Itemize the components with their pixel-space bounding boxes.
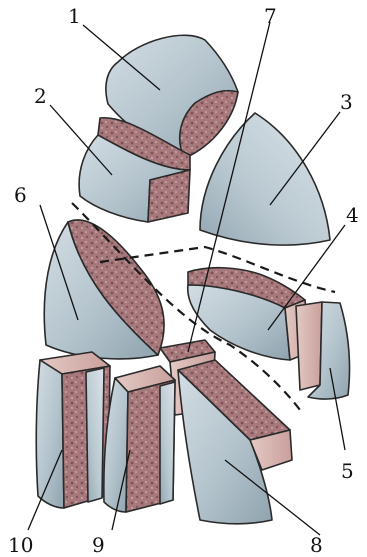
fragment-6 [44,220,164,359]
label-8: 8 [310,533,323,557]
label-9: 9 [92,533,105,557]
label-7: 7 [264,4,277,28]
fragment-5 [296,302,350,399]
label-5: 5 [341,459,354,483]
label-10: 10 [8,533,33,557]
fragment-9 [104,366,175,512]
label-2: 2 [34,84,47,108]
label-6: 6 [14,183,27,207]
label-1: 1 [68,4,81,28]
label-4: 4 [346,203,359,227]
label-3: 3 [340,90,353,114]
